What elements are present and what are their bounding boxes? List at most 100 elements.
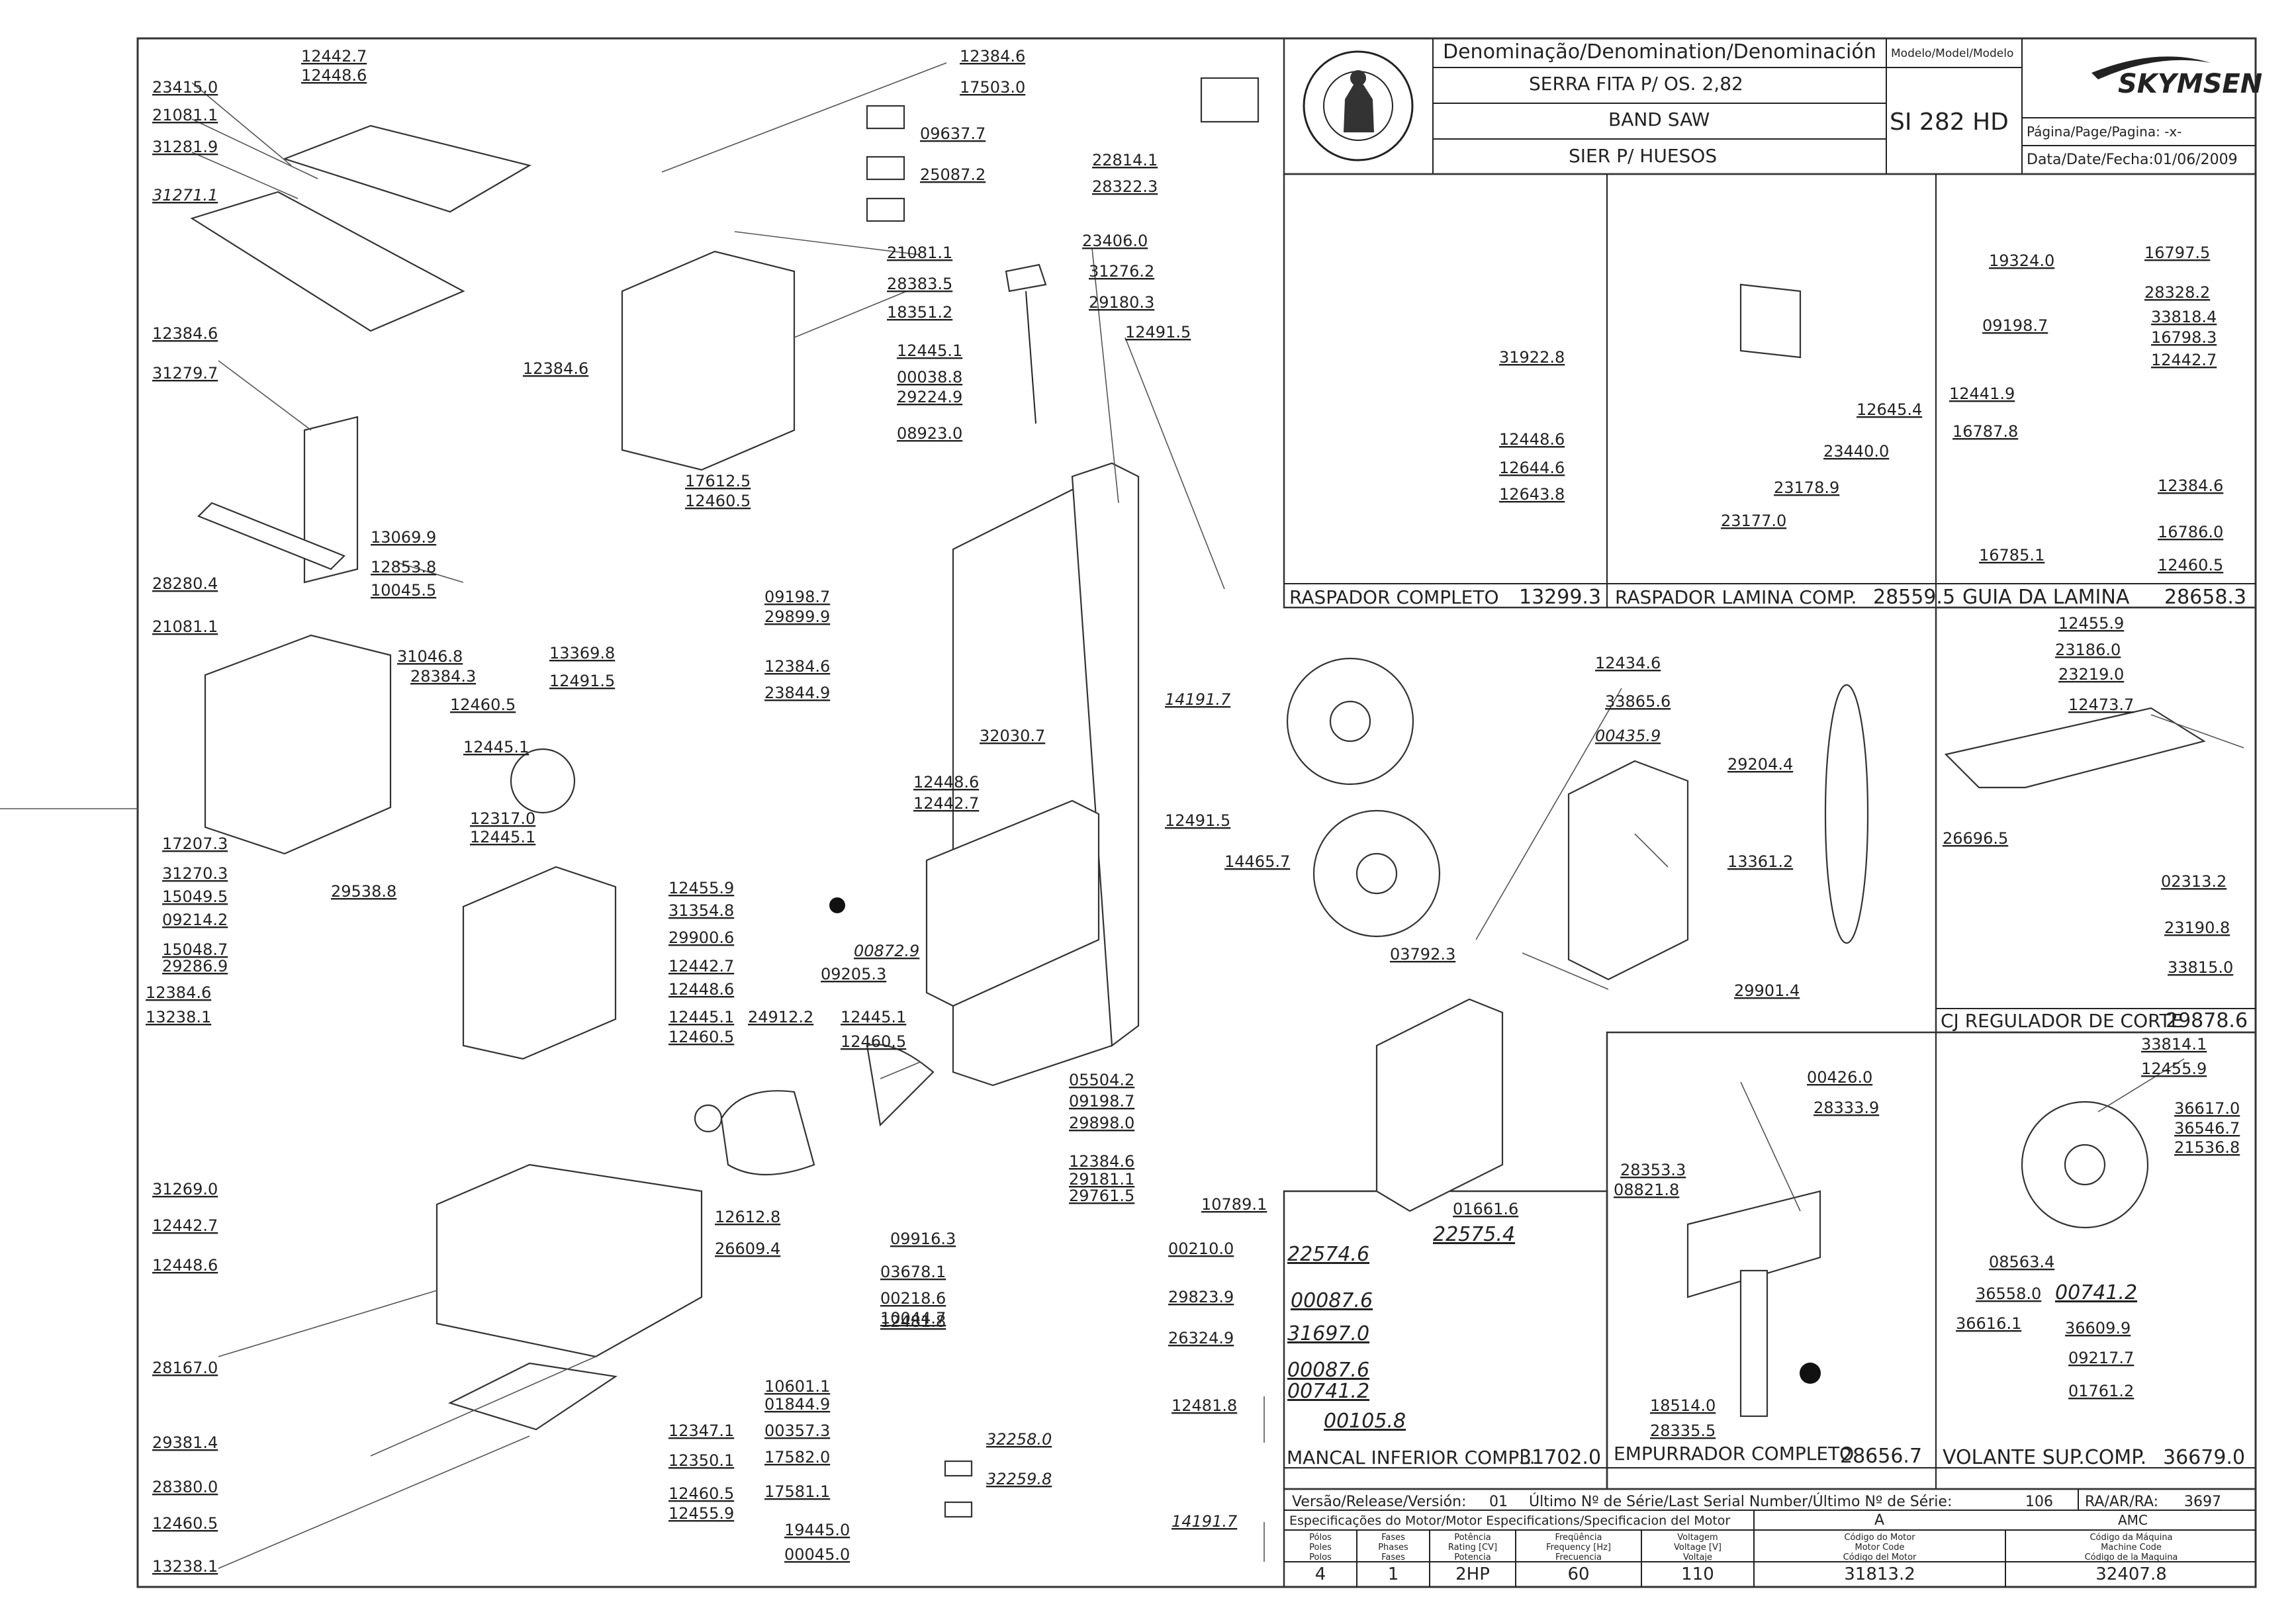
part-number-label: 10044.7 <box>880 1309 946 1328</box>
part-number-label: 10045.5 <box>371 581 436 600</box>
ra-label: RA/AR/RA: <box>2085 1494 2158 1510</box>
part-number-label: 36558.0 <box>1976 1285 2041 1303</box>
part-number-label: 26324.9 <box>1168 1329 1234 1347</box>
part-number-label: 12491.5 <box>549 672 615 690</box>
motor-spec-header: Voltaje <box>1683 1553 1712 1562</box>
part-number-label: 16797.5 <box>2144 244 2210 262</box>
part-number-label: 13361.2 <box>1727 852 1793 871</box>
part-number-label: 09205.3 <box>821 965 886 983</box>
model-number: SI 282 HD <box>1890 109 2009 136</box>
part-number-label: 17581.1 <box>764 1482 830 1501</box>
part-number-label: 12434.6 <box>1595 654 1661 672</box>
part-number-label: 00218.6 <box>880 1289 946 1308</box>
part-number-label: 00426.0 <box>1807 1068 1872 1087</box>
part-number-label: 32030.7 <box>980 727 1045 745</box>
part-number-label: 28328.2 <box>2144 283 2210 302</box>
part-number-label: 12460.5 <box>841 1032 906 1051</box>
part-number-label: 13069.9 <box>371 528 436 547</box>
motor-spec-header: Potência <box>1454 1533 1491 1543</box>
version-label: Versão/Release/Versión: <box>1292 1494 1466 1510</box>
part-number-label: 17582.0 <box>764 1448 830 1466</box>
part-number-label: 29761.5 <box>1069 1187 1134 1205</box>
part-number-label: 03678.1 <box>880 1263 946 1281</box>
part-number-label: 22575.4 <box>1433 1223 1515 1246</box>
part-number-label: 21536.8 <box>2174 1138 2240 1157</box>
part-number-label: 12481.8 <box>1171 1396 1237 1415</box>
part-number-label: 21081.1 <box>152 106 218 124</box>
part-number-label: 29204.4 <box>1727 755 1793 774</box>
part-number-label: 14191.7 <box>1165 690 1231 709</box>
part-number-label: 09198.7 <box>1069 1092 1134 1110</box>
subassembly-code: 28658.3 <box>2164 586 2246 609</box>
subassembly-name: CJ REGULADOR DE CORTE <box>1941 1010 2182 1032</box>
part-number-label: 17207.3 <box>162 835 228 853</box>
part-number-label: 33865.6 <box>1605 692 1671 711</box>
part-number-label: 18514.0 <box>1650 1396 1716 1415</box>
subassembly-name: GUIA DA LAMINA <box>1962 586 2130 609</box>
part-number-label: 29181.1 <box>1069 1170 1134 1189</box>
part-number-label: 00872.9 <box>854 942 919 960</box>
part-number-label: 12448.6 <box>913 773 979 791</box>
part-number-label: 31697.0 <box>1287 1322 1369 1345</box>
part-number-label: 00210.0 <box>1168 1240 1234 1258</box>
part-number-label: 29823.9 <box>1168 1288 1234 1306</box>
leader-lines <box>191 62 2244 1569</box>
motor-spec-value: 60 <box>1567 1564 1589 1584</box>
part-number-label: 28280.4 <box>152 574 218 593</box>
part-number-label: 12612.8 <box>715 1208 780 1226</box>
serial-label: Último Nº de Série/Last Serial Number/Úl… <box>1529 1493 1952 1510</box>
product-name-en: BAND SAW <box>1608 109 1710 130</box>
motor-code-header: A <box>1874 1512 1884 1529</box>
part-number-label: 12384.6 <box>960 47 1025 66</box>
part-number-label: 25087.2 <box>920 165 986 184</box>
part-number-label: 28383.5 <box>887 275 952 293</box>
page-label: Página/Page/Pagina: -x- <box>2027 124 2181 140</box>
part-number-label: 13238.1 <box>152 1557 218 1576</box>
part-number-label: 12448.6 <box>1499 430 1565 449</box>
part-number-label: 19445.0 <box>784 1521 850 1539</box>
part-number-label: 09214.2 <box>162 911 228 929</box>
motor-spec-header: Frequency [Hz] <box>1546 1543 1611 1553</box>
part-number-label: 33815.0 <box>2168 958 2233 977</box>
subassembly-name: MANCAL INFERIOR COMPL. <box>1287 1447 1536 1468</box>
subassembly-code: 13299.3 <box>1519 586 1601 609</box>
motor-spec-title: Especificações do Motor/Motor Especifica… <box>1289 1513 1730 1528</box>
machine-parts <box>190 77 2206 1518</box>
part-number-label: 12481.8 <box>880 1312 946 1331</box>
part-number-label: 18351.2 <box>887 303 952 322</box>
part-number-label: 12445.1 <box>897 341 962 360</box>
part-number-label: 12441.9 <box>1949 384 2015 403</box>
part-number-label: 10789.1 <box>1201 1195 1267 1214</box>
part-number-label: 12448.6 <box>152 1256 218 1275</box>
part-number-label: 13369.8 <box>549 644 615 662</box>
part-number-label: 12455.9 <box>2058 614 2124 633</box>
machine-code-header: AMC <box>2118 1512 2148 1528</box>
skymsen-logo: SKYMSEN <box>2091 56 2262 99</box>
part-number-label: 12460.5 <box>685 492 751 510</box>
part-number-label: 31271.1 <box>152 186 218 204</box>
part-number-label: 00435.9 <box>1595 727 1661 745</box>
part-number-label: 01844.9 <box>764 1395 830 1414</box>
motor-spec-header: Voltagem <box>1677 1533 1718 1543</box>
part-number-label: 12384.6 <box>152 324 218 343</box>
part-number-label: 12384.6 <box>523 359 588 378</box>
part-number-label: 31279.7 <box>152 364 218 383</box>
part-number-label: 29286.9 <box>162 957 228 975</box>
product-name-pt: SERRA FITA P/ OS. 2,82 <box>1529 73 1743 95</box>
part-number-label: 17503.0 <box>960 78 1025 97</box>
part-number-label: 15049.5 <box>162 887 228 906</box>
motor-spec-header: Fases <box>1381 1553 1405 1562</box>
part-number-label: 12460.5 <box>668 1484 734 1503</box>
motor-spec-header: Código da Máquina <box>2089 1533 2172 1543</box>
part-number-label: 23177.0 <box>1721 512 1786 530</box>
part-number-label: 12473.7 <box>2068 696 2134 714</box>
part-number-label: 05504.2 <box>1069 1071 1134 1089</box>
ra-value: 3697 <box>2184 1494 2221 1510</box>
part-number-label: 12317.0 <box>470 809 535 828</box>
motor-spec-header: Machine Code <box>2101 1543 2162 1553</box>
part-number-label: 12442.7 <box>913 794 979 813</box>
motor-spec-header: Freqüência <box>1555 1533 1602 1543</box>
part-number-label: 31354.8 <box>668 901 734 920</box>
authorized-service-seal <box>1303 50 1414 161</box>
part-number-label: 12445.1 <box>668 1008 734 1026</box>
